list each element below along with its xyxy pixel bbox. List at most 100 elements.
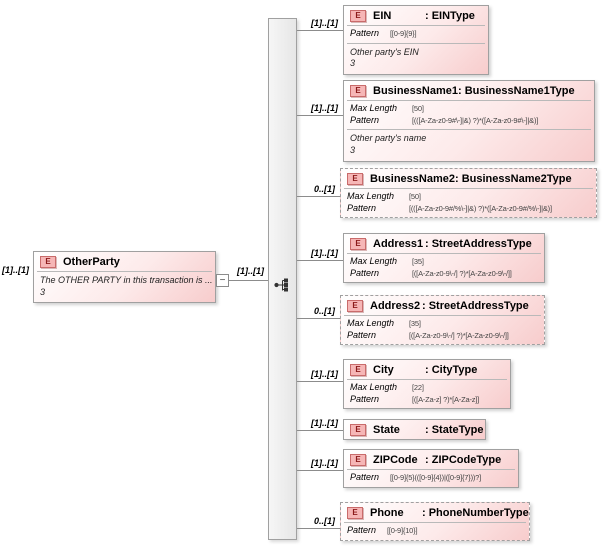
facet-value: [22]	[412, 383, 424, 392]
cardinality-label: [1]..[1]	[311, 103, 338, 113]
cardinality-label: 0..[1]	[313, 516, 335, 526]
element-type: : StreetAddressType	[425, 238, 532, 250]
element-type: : CityType	[425, 364, 478, 376]
cardinality-label: 0..[1]	[313, 306, 335, 316]
facet-label: Pattern	[347, 525, 377, 535]
element-type: : BusinessName1Type	[458, 85, 575, 97]
element-icon: E	[40, 256, 56, 268]
facet-label: Pattern	[350, 267, 380, 278]
element-name: OtherParty	[63, 256, 120, 268]
root-cardinality-label: [1]..[1]	[2, 265, 29, 275]
element-name: Phone	[370, 507, 404, 519]
connector-line	[297, 381, 343, 382]
divider	[347, 253, 541, 254]
facet-value: [50]	[409, 192, 421, 201]
element-icon: E	[347, 173, 363, 185]
element-icon: E	[350, 424, 366, 436]
element-icon: E	[350, 454, 366, 466]
element-type: : BusinessName2Type	[455, 173, 572, 185]
element-name: ZIPCode	[373, 454, 418, 466]
sequence-icon	[274, 278, 288, 292]
connector-line	[297, 318, 340, 319]
facet-label: Pattern	[350, 28, 380, 38]
connector-line	[297, 260, 343, 261]
divider	[344, 188, 593, 189]
annotation-number: 3	[350, 145, 356, 156]
element-name: State	[373, 424, 400, 436]
facet-value: [(([A-Za-z0-9#/%\-]|&) ?)*([A-Za-z0-9#/%…	[409, 203, 552, 213]
connector-line	[297, 430, 343, 431]
facet-value: [[0-9]{5}(([0-9]{4})|([0-9]{7}))?]	[390, 473, 482, 482]
facet-label: Pattern	[350, 114, 380, 125]
connector-line	[297, 30, 343, 31]
element-icon: E	[347, 300, 363, 312]
element-header: E OtherParty	[34, 252, 215, 271]
element-box-otherparty[interactable]: E OtherParty The OTHER PARTY in this tra…	[33, 251, 216, 304]
facet-value: [([A-Za-z0-9\-/] ?)*[A-Za-z0-9\-/]]	[412, 268, 512, 278]
divider	[347, 469, 515, 470]
facet-value: [([A-Za-z] ?)*[A-Za-z]]	[412, 394, 480, 404]
facet-label: Pattern	[347, 329, 377, 340]
element-name: BusinessName1	[373, 85, 458, 97]
facet-label: Pattern	[350, 393, 380, 404]
connector-line	[297, 470, 343, 471]
element-name: Address2	[370, 300, 421, 312]
element-type: : PhoneNumberType	[422, 507, 529, 519]
facet-value: [(([A-Za-z0-9#\-]|&) ?)*([A-Za-z0-9#\-]|…	[412, 115, 539, 125]
element-box-phone[interactable]: E Phone : PhoneNumberType Pattern [[0-9]{10…	[340, 502, 530, 541]
annotation-text: Other party's EIN	[350, 46, 419, 57]
element-icon: E	[350, 238, 366, 250]
element-name: Address1	[373, 238, 424, 250]
facet-value: [[0-9]{10}]	[387, 526, 418, 535]
element-icon: E	[350, 85, 366, 97]
annotation-text: Other party's name	[350, 133, 427, 144]
facet-label: Max Length	[350, 103, 398, 113]
annotation-number: 3	[40, 286, 46, 297]
element-box-city[interactable]: E City : CityType Max Length [22] Pattern [(…	[343, 359, 511, 410]
element-icon: E	[350, 364, 366, 376]
divider	[37, 271, 212, 272]
element-box-businessname1[interactable]: E BusinessName1: BusinessName1Type Max Le…	[343, 80, 595, 162]
divider	[347, 25, 485, 26]
cardinality-label: [1]..[1]	[311, 248, 338, 258]
cardinality-label: [1]..[1]	[311, 18, 338, 28]
facet-label: Pattern	[350, 472, 380, 482]
facet-label: Max Length	[350, 256, 398, 266]
annotation-text: The OTHER PARTY in this transaction is .…	[40, 275, 213, 285]
connector-line	[297, 115, 343, 116]
facet-value: [[0-9]{9}]	[390, 29, 417, 38]
collapse-toggle[interactable]: −	[216, 274, 229, 287]
cardinality-label: [1]..[1]	[311, 458, 338, 468]
connector-line	[297, 196, 340, 197]
connector-line	[297, 528, 340, 529]
facet-value: [50]	[412, 104, 424, 113]
element-box-state[interactable]: E State : StateType	[343, 419, 486, 440]
element-type: : StateType	[425, 424, 484, 436]
element-type: : EINType	[425, 10, 475, 22]
divider	[347, 100, 591, 101]
facet-value: [35]	[409, 319, 421, 328]
element-icon: E	[350, 10, 366, 22]
cardinality-label: [1]..[1]	[237, 266, 264, 276]
element-name: City	[373, 364, 394, 376]
element-box-address1[interactable]: E Address1: StreetAddressType Max Length […	[343, 233, 545, 284]
element-icon: E	[347, 507, 363, 519]
connector-line	[228, 280, 268, 281]
facet-value: [35]	[412, 257, 424, 266]
sequence-bar	[268, 18, 297, 540]
element-box-businessname2[interactable]: E BusinessName2: BusinessName2Type Max Le…	[340, 168, 597, 219]
facet-label: Max Length	[347, 191, 395, 201]
divider	[344, 522, 526, 523]
element-name: BusinessName2	[370, 173, 455, 185]
facet-label: Max Length	[350, 382, 398, 392]
facet-label: Pattern	[347, 202, 377, 213]
divider	[347, 42, 485, 44]
element-type: : StreetAddressType	[422, 300, 529, 312]
divider	[344, 315, 541, 316]
cardinality-label: [1]..[1]	[311, 369, 338, 379]
divider	[347, 129, 591, 131]
